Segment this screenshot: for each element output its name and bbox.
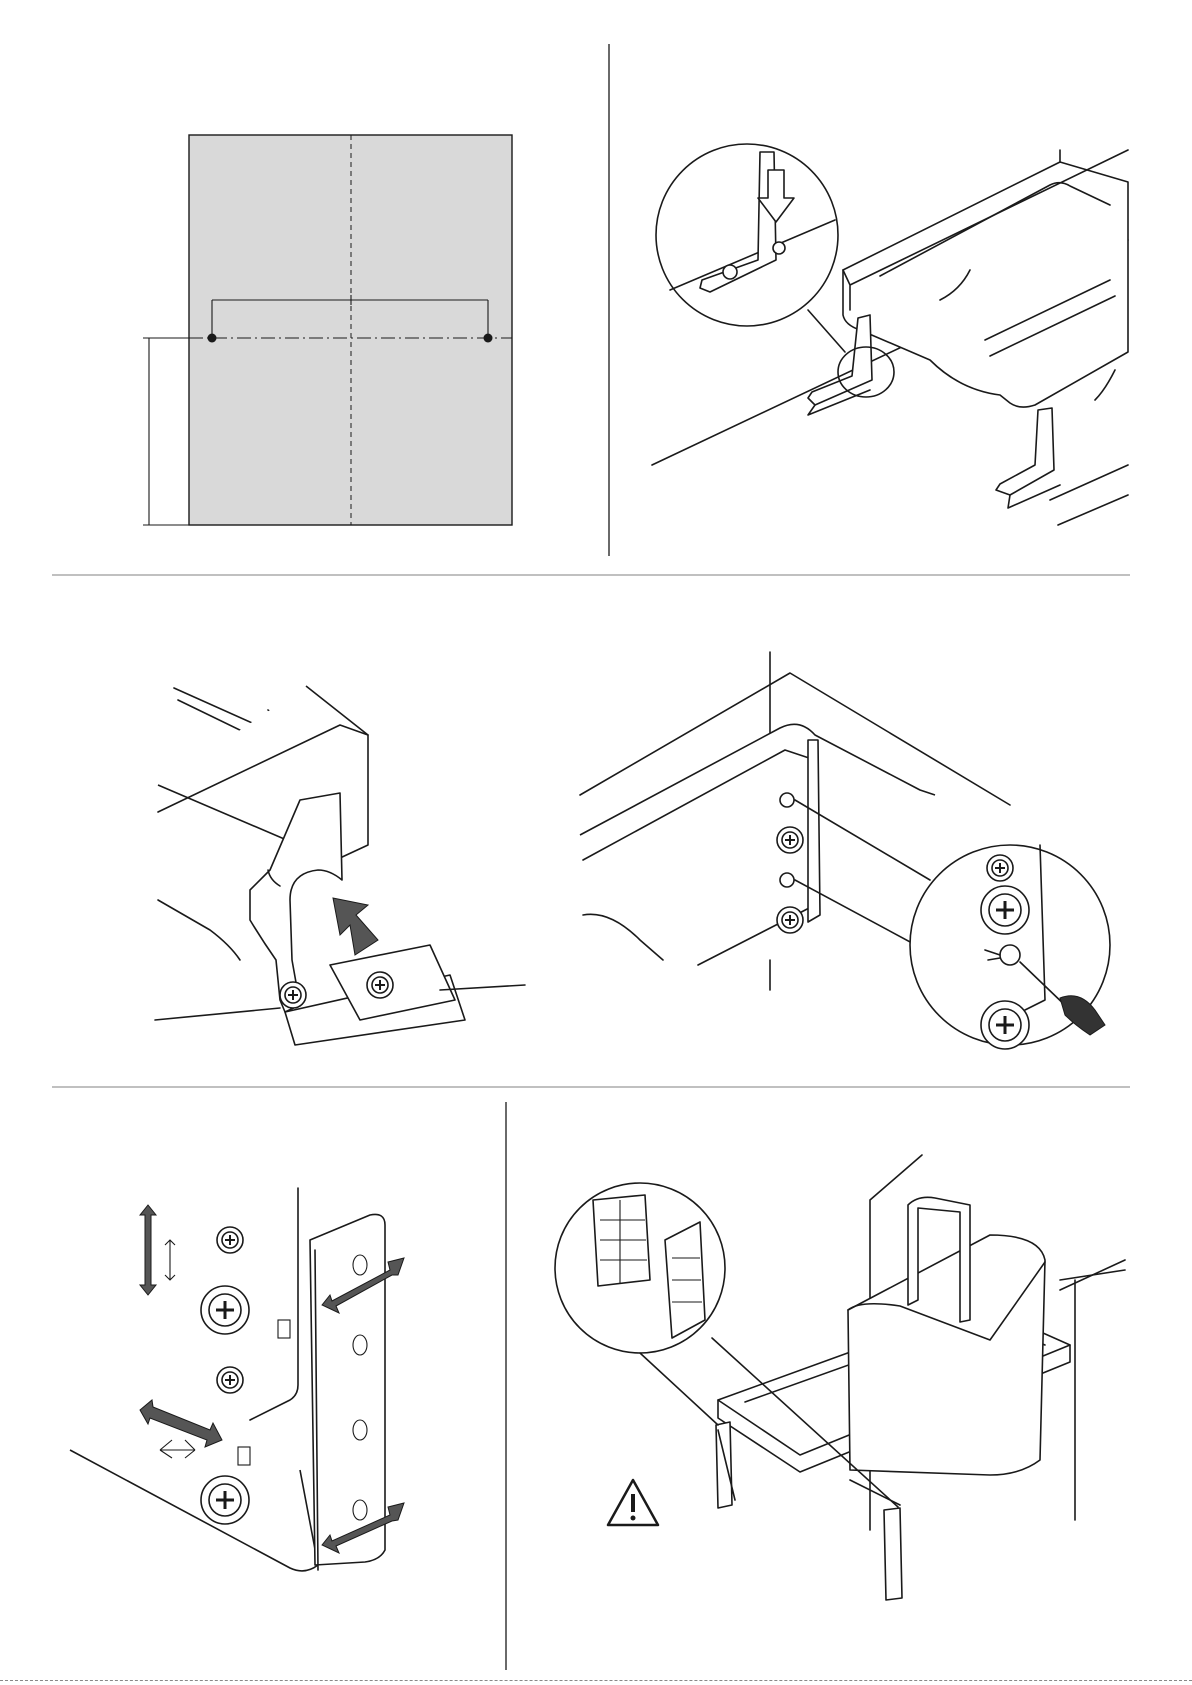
mount-frame-panel — [652, 144, 1128, 525]
bracket-front — [808, 315, 872, 405]
drill-hole-left — [208, 334, 217, 343]
tighten-screw-panel — [580, 652, 1110, 1049]
height-dimension — [143, 338, 189, 525]
waste-bin — [848, 1235, 1045, 1475]
slide-bracket-panel — [155, 686, 525, 1045]
frame-underside — [580, 724, 935, 835]
bracket-rear — [996, 408, 1054, 495]
frame-side — [70, 1450, 318, 1571]
drill-hole-right — [484, 334, 493, 343]
adjustment-rail — [310, 1214, 385, 1565]
pullout-frame — [843, 162, 1128, 407]
detail-magnifier — [656, 144, 838, 326]
drilling-template-panel — [143, 135, 512, 525]
page-bottom-edge — [0, 1680, 1192, 1681]
height-side-adjustment-panel — [70, 1188, 404, 1571]
up-arrow-icon — [333, 898, 378, 955]
clip-covers-panel — [555, 1155, 1125, 1600]
